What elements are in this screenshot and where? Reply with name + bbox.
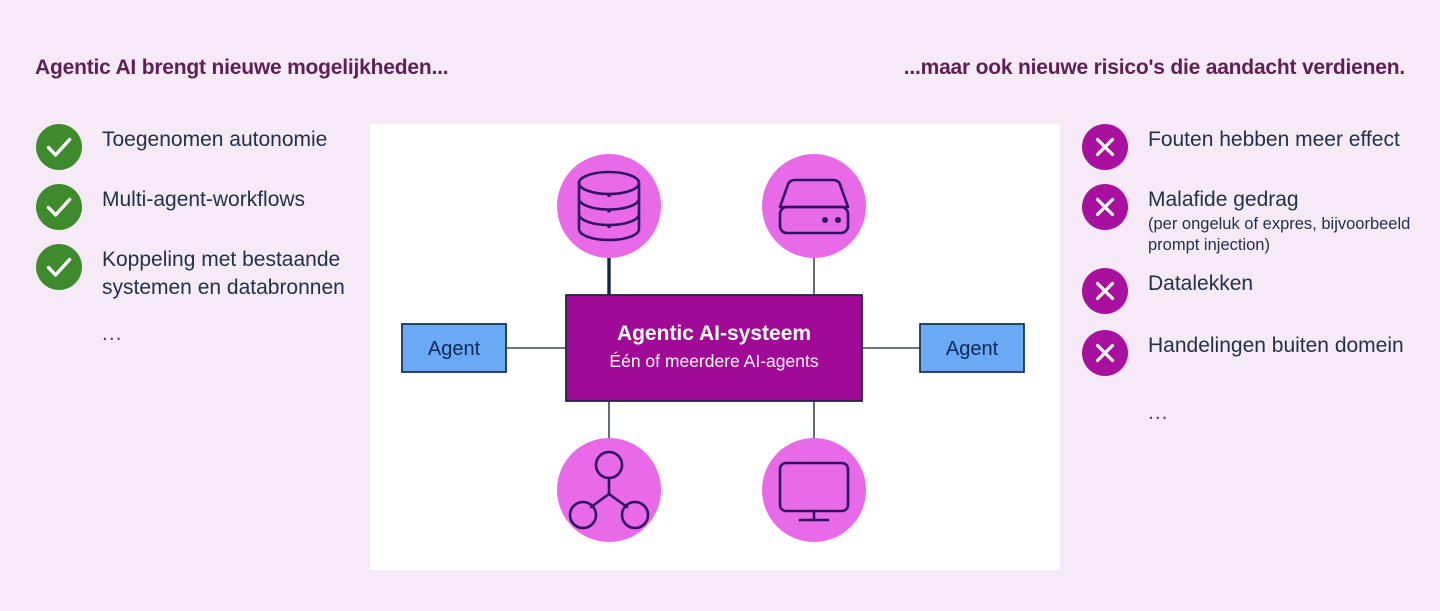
list-item-label: Malafide gedrag (per ongeluk of expres, … (1148, 184, 1412, 256)
cross-icon (1082, 124, 1128, 170)
agent-box-label: Agent (946, 338, 999, 360)
node-database (557, 154, 661, 258)
list-item-label: Fouten hebben meer effect (1148, 128, 1400, 151)
agent-box-rect[interactable] (401, 323, 507, 373)
cross-icon (1082, 268, 1128, 315)
server-icon (778, 178, 850, 235)
list-item: Malafide gedrag (per ongeluk of expres, … (1082, 184, 1412, 256)
benefits-ellipsis: ... (102, 322, 123, 345)
check-icon (36, 184, 82, 230)
list-item-label: Koppeling met bestaande systemen en data… (102, 248, 345, 299)
center-system-title: Agentic AI-systeem (617, 322, 811, 345)
page-title-benefits: Agentic AI brengt nieuwe mogelijkheden..… (35, 56, 449, 79)
agent-box-rect[interactable] (919, 323, 1025, 373)
node-server (762, 154, 866, 258)
database-icon (577, 170, 641, 242)
list-item: Toegenomen autonomie (36, 124, 366, 170)
agentic-ai-diagram: Agent Agent Agentic AI-systeem Één of me… (370, 124, 1060, 570)
risks-ellipsis: ... (1148, 401, 1169, 425)
center-system-box[interactable]: Agentic AI-systeem Één of meerdere AI-ag… (565, 294, 863, 402)
center-system-subtitle: Één of meerdere AI-agents (609, 351, 818, 371)
node-monitor (762, 438, 866, 542)
node-circle (762, 438, 866, 542)
check-icon (36, 244, 82, 290)
list-item: Koppeling met bestaande systemen en data… (36, 244, 366, 301)
list-item-label: Datalekken (1148, 272, 1254, 296)
page-title-risks: ...maar ook nieuwe risico's die aandacht… (903, 56, 1406, 79)
list-item-label: Multi-agent-workflows (102, 188, 306, 211)
list-item-title: Malafide gedrag (1148, 188, 1299, 211)
node-network (557, 438, 661, 542)
check-icon (36, 124, 82, 170)
list-item: Datalekken (1082, 268, 1412, 315)
list-item: Fouten hebben meer effect (1082, 124, 1412, 170)
list-item-subtext: (per ongeluk of expres, bijvoorbeeld pro… (1148, 214, 1411, 254)
risks-list: Fouten hebben meer effect Malafide gedra… (1082, 124, 1412, 423)
center-system-rect[interactable] (565, 294, 863, 402)
agent-box-label: Agent (428, 338, 481, 360)
benefits-list: Toegenomen autonomie Multi-agent-workflo… (36, 124, 366, 344)
monitor-icon (778, 461, 850, 522)
network-icon (568, 450, 650, 530)
list-item: Handelingen buiten domein (1082, 330, 1412, 377)
cross-icon (1082, 330, 1128, 377)
list-item-label: Handelingen buiten domein (1148, 334, 1404, 358)
list-item-label: Toegenomen autonomie (102, 128, 328, 151)
node-circle (557, 154, 661, 258)
list-item: Multi-agent-workflows (36, 184, 366, 230)
cross-icon (1082, 184, 1128, 230)
agent-box-right[interactable]: Agent (919, 323, 1025, 373)
agent-box-left[interactable]: Agent (401, 323, 507, 373)
